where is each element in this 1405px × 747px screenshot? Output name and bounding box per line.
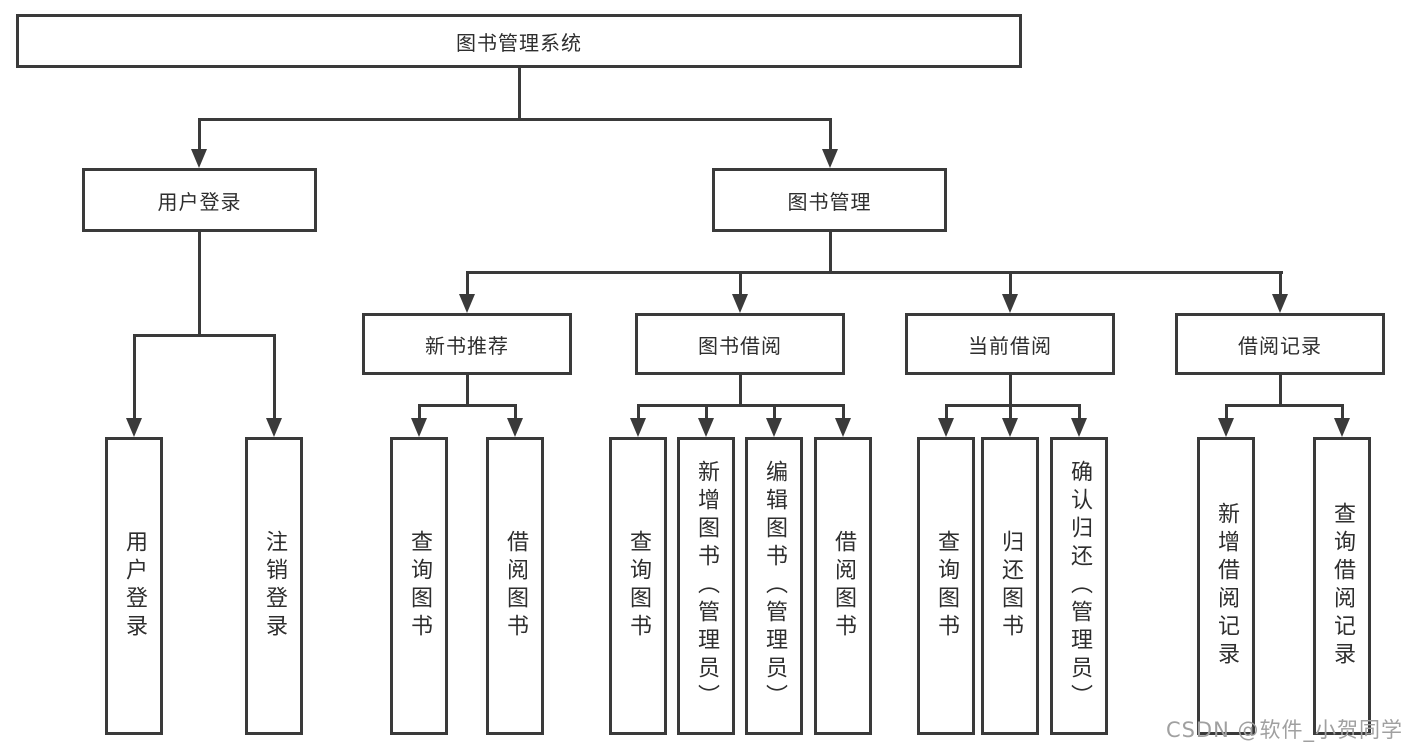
arrow-down-icon	[938, 418, 954, 437]
arrow-down-icon	[411, 418, 427, 437]
leaf-add-book-admin: 新增图书（管理员）	[677, 437, 735, 735]
leaf-return-books: 归还图书	[981, 437, 1039, 735]
leaf-borrow-books-recommend: 借阅图书	[486, 437, 544, 735]
leaf-borrow-books-recommend-label: 借阅图书	[503, 530, 528, 642]
node-book-management-label: 图书管理	[787, 189, 872, 214]
connector-line	[198, 118, 832, 121]
arrow-down-icon	[1218, 418, 1234, 437]
connector-line	[466, 271, 1283, 274]
node-book-borrowing-label: 图书借阅	[698, 333, 782, 358]
leaf-add-borrow-record: 新增借阅记录	[1197, 437, 1255, 735]
connector-line	[198, 232, 201, 337]
leaf-query-books-borrowing-label: 查询图书	[626, 530, 651, 642]
connector-line	[945, 404, 948, 421]
node-borrowing-records-label: 借阅记录	[1238, 333, 1322, 358]
connector-line	[418, 404, 517, 407]
arrow-down-icon	[507, 418, 523, 437]
leaf-edit-book-admin: 编辑图书（管理员）	[745, 437, 803, 735]
arrow-down-icon	[191, 149, 207, 168]
connector-line	[1279, 271, 1282, 297]
leaf-confirm-return-admin: 确认归还（管理员）	[1050, 437, 1108, 735]
connector-line	[466, 375, 469, 407]
leaf-user-login: 用户登录	[105, 437, 163, 735]
arrow-down-icon	[1334, 418, 1350, 437]
arrow-down-icon	[822, 149, 838, 168]
watermark: CSDN @软件_小贺同学	[1165, 718, 1403, 742]
connector-line	[1009, 271, 1012, 297]
leaf-query-borrow-record: 查询借阅记录	[1313, 437, 1371, 735]
node-library-system: 图书管理系统	[16, 14, 1022, 68]
arrow-down-icon	[630, 418, 646, 437]
connector-line	[198, 118, 201, 152]
arrow-down-icon	[1002, 418, 1018, 437]
connector-line	[705, 404, 708, 421]
arrow-down-icon	[126, 418, 142, 437]
connector-line	[1078, 404, 1081, 421]
connector-line	[133, 334, 136, 421]
connector-line	[1279, 375, 1282, 407]
connector-line	[1009, 404, 1012, 421]
node-book-borrowing: 图书借阅	[635, 313, 845, 375]
node-new-book-recommend-label: 新书推荐	[425, 333, 509, 358]
connector-line	[773, 404, 776, 421]
node-current-borrowing: 当前借阅	[905, 313, 1115, 375]
leaf-borrow-books-borrowing-label: 借阅图书	[831, 530, 856, 642]
connector-line	[637, 404, 640, 421]
connector-line	[1225, 404, 1228, 421]
node-new-book-recommend: 新书推荐	[362, 313, 572, 375]
node-library-system-label: 图书管理系统	[456, 30, 582, 55]
connector-line	[518, 68, 521, 120]
arrow-down-icon	[732, 294, 748, 313]
leaf-add-book-admin-label: 新增图书（管理员）	[694, 460, 719, 712]
arrow-down-icon	[766, 418, 782, 437]
connector-line	[637, 404, 845, 407]
leaf-query-books-recommend-label: 查询图书	[407, 530, 432, 642]
leaf-query-books-current-label: 查询图书	[934, 530, 959, 642]
connector-line	[739, 271, 742, 297]
leaf-query-books-borrowing: 查询图书	[609, 437, 667, 735]
leaf-query-books-recommend: 查询图书	[390, 437, 448, 735]
connector-line	[842, 404, 845, 421]
node-current-borrowing-label: 当前借阅	[968, 333, 1052, 358]
arrow-down-icon	[1002, 294, 1018, 313]
arrow-down-icon	[266, 418, 282, 437]
arrow-down-icon	[1071, 418, 1087, 437]
leaf-edit-book-admin-label: 编辑图书（管理员）	[762, 460, 787, 712]
connector-line	[1341, 404, 1344, 421]
node-user-login: 用户登录	[82, 168, 317, 232]
leaf-query-books-current: 查询图书	[917, 437, 975, 735]
arrow-down-icon	[835, 418, 851, 437]
connector-line	[1009, 375, 1012, 407]
connector-line	[829, 232, 832, 274]
leaf-query-borrow-record-label: 查询借阅记录	[1330, 502, 1355, 670]
connector-line	[273, 334, 276, 421]
leaf-add-borrow-record-label: 新增借阅记录	[1214, 502, 1239, 670]
arrow-down-icon	[459, 294, 475, 313]
leaf-borrow-books-borrowing: 借阅图书	[814, 437, 872, 735]
arrow-down-icon	[698, 418, 714, 437]
leaf-user-login-label: 用户登录	[122, 530, 147, 642]
connector-line	[133, 334, 276, 337]
connector-line	[945, 404, 1081, 407]
node-borrowing-records: 借阅记录	[1175, 313, 1385, 375]
connector-line	[466, 271, 469, 297]
connector-line	[418, 404, 421, 421]
node-book-management: 图书管理	[712, 168, 947, 232]
connector-line	[514, 404, 517, 421]
leaf-logout: 注销登录	[245, 437, 303, 735]
node-user-login-label: 用户登录	[157, 189, 242, 214]
arrow-down-icon	[1272, 294, 1288, 313]
leaf-logout-label: 注销登录	[262, 530, 287, 642]
connector-line	[739, 375, 742, 407]
leaf-return-books-label: 归还图书	[998, 530, 1023, 642]
connector-line	[829, 118, 832, 152]
leaf-confirm-return-admin-label: 确认归还（管理员）	[1067, 460, 1092, 712]
connector-line	[1225, 404, 1344, 407]
